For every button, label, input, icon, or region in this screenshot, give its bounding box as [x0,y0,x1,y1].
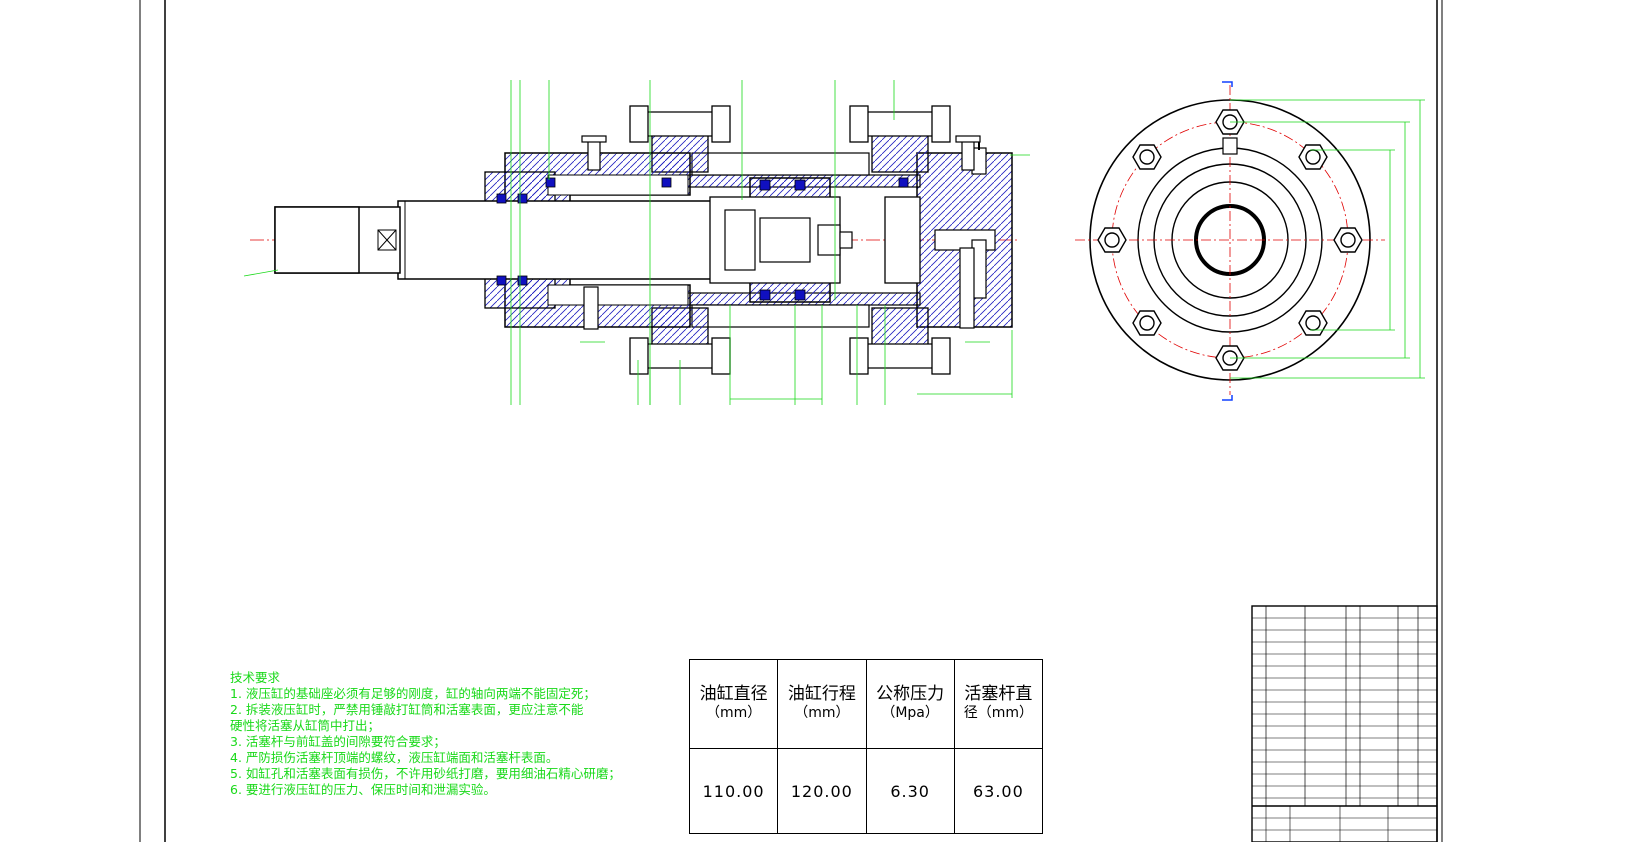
flange-bolts [629,105,951,375]
param-value: 120.00 [777,748,867,834]
cylinder-section-view [250,105,1020,375]
port-fittings [581,135,981,330]
param-value: 63.00 [953,748,1044,834]
param-header: 油缸行程（mm） [777,659,867,749]
param-header: 油缸直径（mm） [688,659,779,749]
param-header: 活塞杆直径（mm） [953,659,1044,749]
title-block [1251,605,1438,842]
notes-line: 3. 活塞杆与前缸盖的间隙要符合要求； [230,734,446,749]
piston-rod [397,200,729,280]
sheet-frame [139,0,1443,842]
notes-line: 6. 要进行液压缸的压力、保压时间和泄漏实验。 [230,782,496,797]
dimension-lines [243,80,1030,405]
param-header: 公称压力（Mpa） [865,659,955,749]
notes-line: 5. 如缸孔和活塞表面有损伤，不许用砂纸打磨，要用细油石精心研磨； [230,766,621,781]
param-value: 6.30 [865,748,955,834]
notes-line: 2. 拆装液压缸时，严禁用锤敲打缸筒和活塞表面，更应注意不能 [230,702,584,717]
cylinder-end-view [1075,81,1425,401]
parameter-table: 油缸直径（mm） 油缸行程（mm） 公称压力（Mpa） 活塞杆直径（mm） 11… [688,659,1044,834]
notes-line: 4. 严防损伤活塞杆顶端的螺纹，液压缸端面和活塞杆表面。 [230,750,559,765]
seals [496,177,909,301]
notes-line: 硬性将活塞从缸筒中打出； [230,718,381,733]
param-value: 110.00 [688,748,779,834]
notes-title: 技术要求 [230,670,281,685]
notes-line: 1. 液压缸的基础座必须有足够的刚度，缸的轴向两端不能固定死； [230,686,596,701]
technical-notes: 技术要求 1. 液压缸的基础座必须有足够的刚度，缸的轴向两端不能固定死； 2. … [230,670,621,798]
